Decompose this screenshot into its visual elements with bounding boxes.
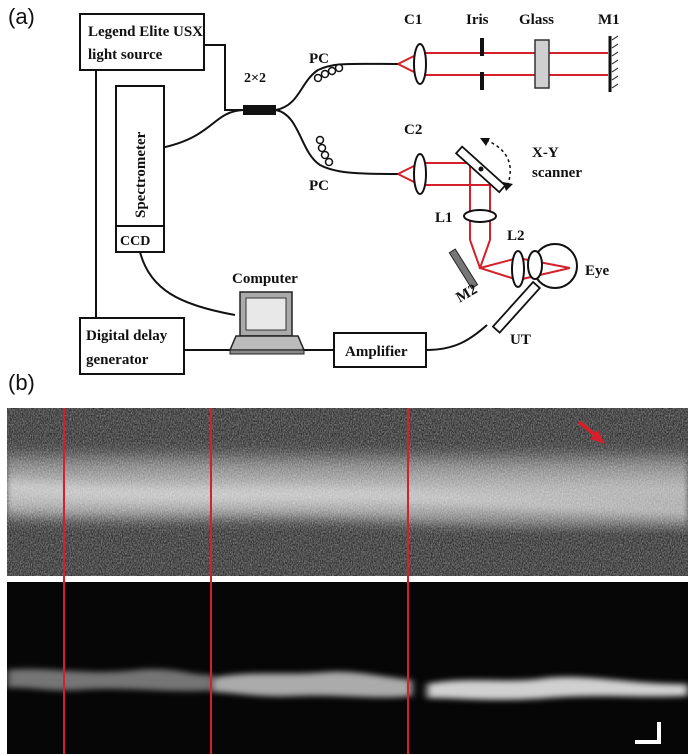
segment-divider-lines [63,408,409,754]
m1-label: M1 [598,12,620,28]
panel-a-label: (a) [8,4,35,29]
c1-label: C1 [404,12,422,28]
l1-label: L1 [435,210,453,226]
red-arrow-icon [577,420,605,444]
spectrometer-label: Spectrometer [133,131,149,218]
delay-label-2: generator [86,352,149,368]
computer-icon [228,291,306,355]
scanner-rotation-arrow [485,139,511,185]
pc-bottom-paddles [315,135,334,167]
l2-lens [511,250,525,288]
ultrasound-transducer [491,280,542,334]
eye-icon [527,243,578,289]
m2-mirror [448,248,479,290]
system-schematic: Legend Elite USX light source Spectromet… [79,12,620,375]
m1-hatch [611,35,619,89]
oct-bscan-image [7,408,688,576]
c2-label: C2 [404,122,422,138]
glass-element [534,39,550,89]
light-source-box [79,13,205,71]
pc-top-paddles [313,63,344,83]
l2-label: L2 [507,228,525,244]
scanner-arrow-head-bottom [503,182,513,191]
c2-lens [413,153,427,195]
xy-scanner [454,145,507,194]
computer-label: Computer [232,271,298,287]
light-source-label-2: light source [88,47,163,63]
light-source-label-1: Legend Elite USX [88,24,203,40]
delay-label-1: Digital delay [86,328,168,344]
l1-lens [463,209,497,223]
coupler-block [243,105,276,115]
ccd-box [115,225,165,253]
coupler-label: 2×2 [244,71,266,86]
amplifier-label: Amplifier [345,344,408,360]
photoacoustic-bscan-image [7,582,688,754]
ut-label: UT [510,332,531,348]
imaging-results [7,408,688,754]
image-separator [7,576,688,582]
amplifier-box [333,332,427,368]
ccd-label: CCD [120,234,150,249]
scale-bar [635,722,661,744]
scanner-label-1: X-Y [532,145,559,161]
pc-bottom-label: PC [309,178,329,194]
glass-label: Glass [519,12,554,28]
eye-label: Eye [585,263,610,279]
scanner-arrow-head-top [480,138,490,146]
spectrometer-box [115,85,165,227]
delay-generator-box [79,317,185,375]
iris-label: Iris [466,12,489,28]
c1-lens [413,43,427,85]
scanner-label-2: scanner [532,165,582,181]
panel-b-label: (b) [8,370,35,395]
reference-beam [397,52,608,76]
iris-gap [480,56,484,72]
pc-top-label: PC [309,51,329,67]
